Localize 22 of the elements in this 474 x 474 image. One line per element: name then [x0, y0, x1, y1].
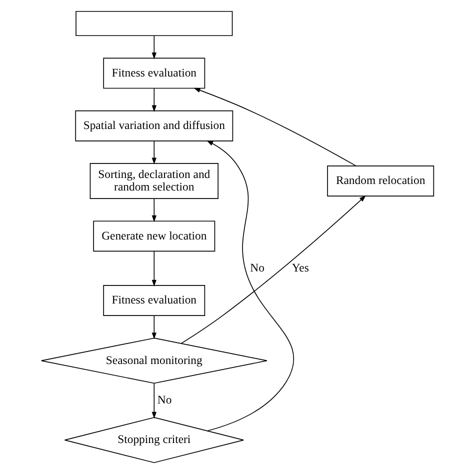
arrow: [151, 35, 156, 60]
arrow: [151, 198, 156, 222]
node-diamond: Seasonal monitoring: [40, 338, 267, 384]
node-box: Generate new location: [92, 220, 215, 252]
arrow: [151, 383, 156, 419]
node-box: Sorting, declaration and random selection: [89, 163, 218, 199]
node-box: Fitness evaluation: [102, 58, 205, 89]
edge-label: No: [156, 393, 172, 406]
arrow: [151, 315, 156, 340]
node-box: [75, 10, 232, 36]
arrow: [151, 250, 156, 287]
arrow: [193, 88, 356, 166]
arrow: [206, 140, 294, 432]
node-box: Spatial variation and diffusion: [74, 110, 233, 142]
edge-label: Yes: [291, 261, 308, 274]
node-box: Fitness evaluation: [102, 285, 205, 316]
arrow: [151, 140, 156, 164]
arrow: [151, 88, 156, 112]
node-diamond: Stopping criteri: [64, 417, 244, 464]
edge-label: No: [250, 261, 264, 274]
arrow: [180, 195, 366, 344]
node-box: Random relocation: [326, 166, 434, 196]
